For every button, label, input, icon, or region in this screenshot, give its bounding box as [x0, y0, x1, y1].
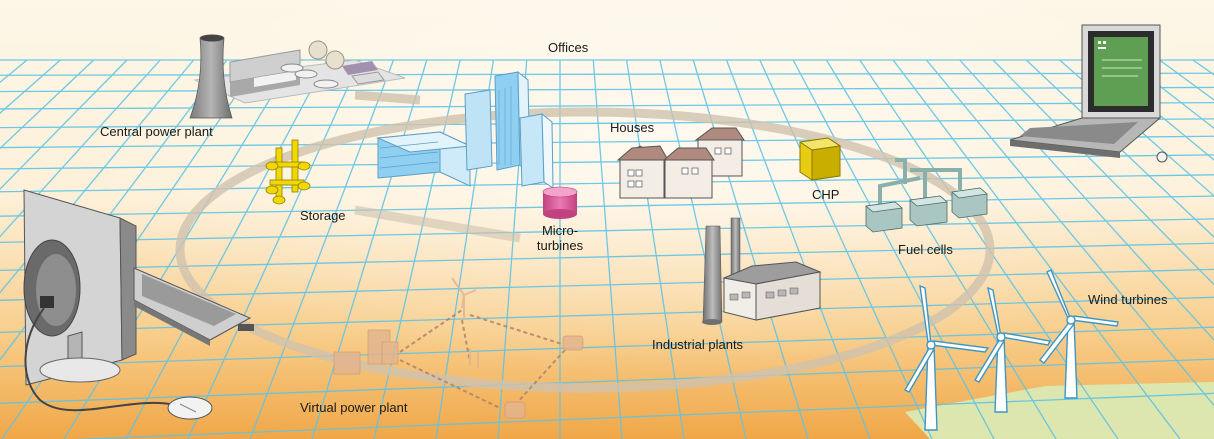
fuel-cells-icon	[865, 158, 988, 233]
office-buildings-icon	[376, 70, 554, 189]
label-virtual-power-plant: Virtual power plant	[300, 400, 408, 415]
label-storage: Storage	[300, 208, 346, 223]
virtual-power-plant-icon	[333, 277, 584, 419]
label-microturbines: Micro- turbines	[528, 223, 592, 253]
houses-icon	[616, 127, 745, 199]
central-power-plant-icon	[189, 34, 406, 119]
microturbine-icon	[542, 186, 578, 219]
label-offices: Offices	[548, 40, 589, 55]
label-microturbines-line1: Micro-	[541, 223, 579, 238]
industrial-plant-icon	[702, 217, 822, 325]
storage-icon	[265, 139, 311, 205]
laptop-icon	[1009, 24, 1168, 163]
energy-ring	[175, 107, 995, 393]
wind-turbines-icon	[904, 269, 1119, 431]
label-central-power-plant: Central power plant	[100, 124, 213, 139]
label-houses: Houses	[610, 120, 655, 135]
label-industrial-plants: Industrial plants	[652, 337, 744, 352]
label-chp: CHP	[812, 187, 840, 202]
label-wind-turbines: Wind turbines	[1088, 292, 1168, 307]
chp-unit-icon	[798, 137, 842, 181]
desktop-computer-icon	[23, 189, 254, 420]
label-microturbines-line2: turbines	[536, 238, 584, 253]
label-fuel-cells: Fuel cells	[898, 242, 953, 257]
